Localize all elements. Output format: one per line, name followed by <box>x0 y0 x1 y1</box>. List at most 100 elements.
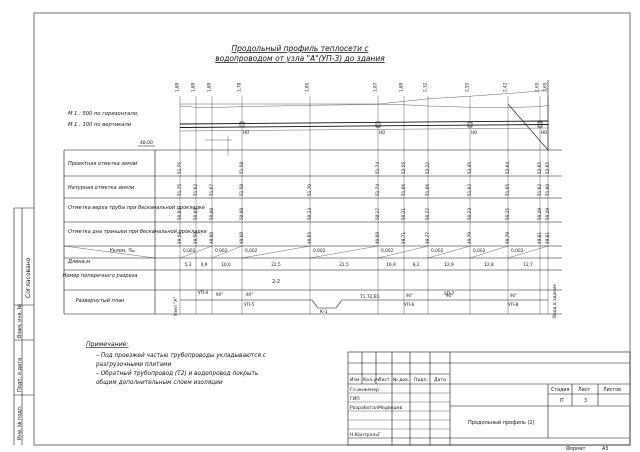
profile-title-line2: водопроводом от узла "А"(УП-3) до здания <box>215 54 385 63</box>
natural-ground-value: 51,67 <box>209 184 214 196</box>
stamp-row-nkontr: Н.Контроль <box>350 432 378 438</box>
stamp-row-gip: ГИП <box>350 396 360 402</box>
plan-route-step2 <box>335 299 343 309</box>
plan-angle-label: 90° <box>510 293 517 298</box>
row-labels: Проектная отметка земли Натурная отметка… <box>63 161 207 304</box>
trench-bottom-value: 49,65 <box>307 232 312 244</box>
manhole-marker <box>537 121 543 128</box>
design-ground-value: 52,45 <box>467 162 472 174</box>
design-ground-value: 51,58 <box>239 162 244 174</box>
design-ground-line <box>180 88 549 105</box>
pipe-top-value: 50,13 <box>307 208 312 220</box>
stamp-col-sign: Подп. <box>414 377 428 383</box>
right-end-label: Ввод в здание <box>552 284 558 318</box>
length-value: 8,2 <box>413 262 420 268</box>
manhole-marker <box>375 121 381 128</box>
profile-grid <box>63 96 562 315</box>
stamp-row-gi: Гл.инженер <box>350 387 379 393</box>
pipe-line-t1 <box>179 120 549 125</box>
note-line2: – Обратный трубопровод (Т2) и водопровод… <box>96 371 258 377</box>
pipe-top-value: 50,08 <box>209 208 214 220</box>
design-ground-value: 51,74 <box>375 162 380 174</box>
plan-angle-label: 90° <box>406 293 413 298</box>
stamp-format-value: А3 <box>602 446 608 452</box>
pipe-top-value: 50,04 <box>177 208 182 220</box>
slope-value: 0,002 <box>313 248 326 254</box>
top-elevation: 1,89 <box>399 82 404 92</box>
trench-bottom-value: 49,79 <box>467 232 472 244</box>
stamp-head-sheet: Лист <box>578 387 590 393</box>
pipe-top-value: 50,23 <box>467 208 472 220</box>
slope-diagonal <box>377 245 429 259</box>
trench-bottom-value: 49,79 <box>505 232 510 244</box>
plan-node-label: Т1,Т2,В1 <box>359 294 380 300</box>
slope-diagonal <box>469 245 509 259</box>
manhole-label: НО <box>471 130 477 135</box>
trench-bottom-value: 49,71 <box>401 232 406 244</box>
binding-label-agreed: Согласовано <box>25 257 32 298</box>
slope-diagonal <box>309 245 379 259</box>
scale-vertical: М 1 : 100 по вертикали <box>68 122 132 128</box>
length-value: 10,0 <box>221 262 231 268</box>
design-ground-value: 52,55 <box>401 162 406 174</box>
binding-strip: Согласовано Взам. инв. № Подп. и дата Ин… <box>13 207 34 445</box>
manhole-marker <box>239 121 245 128</box>
row-label-natural-ground: Натурная отметка земли <box>68 185 135 191</box>
natural-ground-value: 51,62 <box>467 184 472 196</box>
natural-ground-value: 51,66 <box>425 184 430 196</box>
stamp-head-sheets: Листов <box>603 387 621 393</box>
title-block: Изм. Кол.уч. Лист № док. Подп. Дата Гл.и… <box>347 351 631 452</box>
row-label-length: Длина,м <box>67 259 90 265</box>
natural-ground-value: 51,70 <box>307 184 312 196</box>
length-value: 22,5 <box>339 262 349 268</box>
slope-value: 0,002 <box>511 248 524 254</box>
plan-node-label: УП-7 <box>444 291 455 297</box>
row-label-section-no: Номер поперечного разреза <box>63 273 138 279</box>
length-value: 5,3 <box>185 262 192 268</box>
slope-diagonal <box>211 245 243 259</box>
plan-node-label: К-1 <box>320 309 328 315</box>
stamp-col-izm: Изм. <box>350 377 361 383</box>
slope-value: 0,002 <box>431 248 444 254</box>
scale-horizontal: М 1 : 500 по горизонтали, <box>68 111 139 117</box>
natural-ground-value: 51,66 <box>401 184 406 196</box>
length-value: 16,9 <box>386 262 396 268</box>
manhole-label: НО <box>541 130 547 135</box>
trench-bottom-value: 49,58 <box>177 232 182 244</box>
pipe-top-value: 50,17 <box>375 208 380 220</box>
row-label-pipe-top-text: Отметка верха трубы при бесканальной про… <box>68 205 205 211</box>
row-label-trench-bottom: Отметка дна траншеи при бесканальной про… <box>68 229 207 235</box>
top-elevation: 2,32 <box>423 82 428 92</box>
design-ground-value: 52,65 <box>545 162 550 174</box>
pipe-top-value: 50,05 <box>193 208 198 220</box>
natural-ground-value: 51,60 <box>545 184 550 196</box>
stamp-row-razrab: Разработал <box>350 405 378 411</box>
slope-diagonal <box>179 245 213 259</box>
pipe-line-t2 <box>179 124 549 128</box>
stamp-col-date: Дата <box>434 377 446 383</box>
stamp-row-razrab-name: Медведев <box>378 405 403 411</box>
length-value: 12,7 <box>523 262 533 268</box>
trench-line <box>179 127 549 132</box>
slope-value: 0,002 <box>381 248 394 254</box>
trench-bottom-value: 49,60 <box>239 232 244 244</box>
datum-value: 48,00 <box>140 140 153 146</box>
stamp-sheet-title: Продольный профиль (2) <box>468 419 535 426</box>
plan-node-label: УП-8 <box>508 302 519 308</box>
natural-ground-value: 51,62 <box>537 184 542 196</box>
binding-label-inv-replace: Взам. инв. № <box>17 303 23 338</box>
trench-bottom-value: 49,60 <box>209 232 214 244</box>
stamp-col-doc: № док. <box>393 377 409 383</box>
row-label-design-ground: Проектная отметка земли <box>68 161 138 167</box>
row-label-pipe-top: Отметка верха трубы при бесканальной про… <box>68 205 205 211</box>
note-line1: – Под проезжей частью трубопроводы уклад… <box>96 353 267 359</box>
trench-bottom-value: 49,81 <box>545 232 550 244</box>
manhole-marker <box>467 121 473 128</box>
pipe-top-value: 50,25 <box>505 208 510 220</box>
natural-ground-line <box>179 104 549 108</box>
building-entry-slope <box>507 103 549 151</box>
slope-diagonal <box>241 245 311 259</box>
stamp-value-stage: П <box>560 398 564 404</box>
slope-value: 0,002 <box>183 248 196 254</box>
